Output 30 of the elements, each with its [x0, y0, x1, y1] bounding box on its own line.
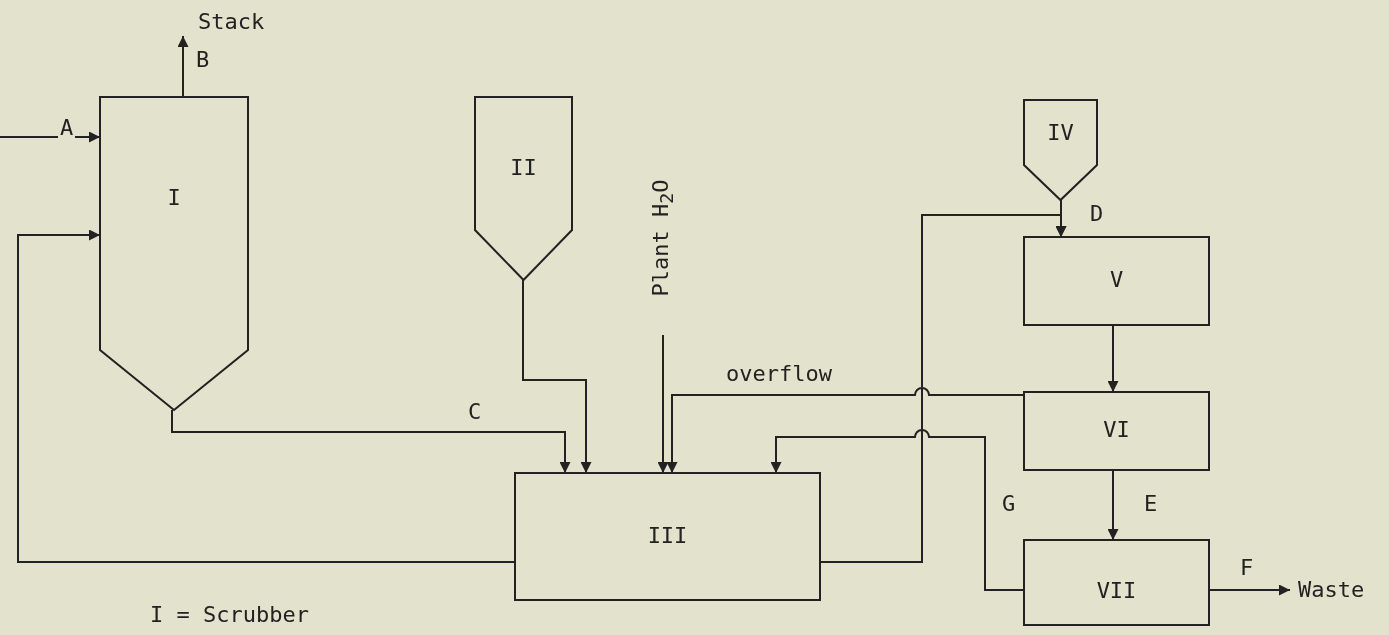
unit-label: VI	[1102, 419, 1131, 441]
unit-label: III	[646, 525, 689, 547]
flow-arrow	[657, 334, 669, 474]
flow-arrow	[17, 229, 516, 563]
flow-arrow	[177, 35, 189, 98]
flow-arrow	[0, 131, 101, 143]
flow-arrow	[522, 279, 592, 474]
flow-arrow	[770, 429, 1025, 591]
tank-box	[515, 473, 820, 600]
hopper-vessel	[475, 97, 572, 280]
unit-label: VII	[1095, 580, 1138, 602]
legend-note: I = Scrubber	[150, 604, 309, 626]
flow-arrow	[1107, 324, 1119, 393]
hopper-vessel	[1024, 100, 1097, 200]
flow-arrow	[1208, 584, 1291, 596]
edge-label: A	[58, 116, 76, 140]
flow-arrow	[171, 409, 571, 474]
unit-label: V	[1108, 269, 1125, 291]
outlet-label: Waste	[1298, 579, 1365, 601]
outlet-label: Stack	[198, 11, 265, 33]
tank-box	[1024, 540, 1209, 625]
flow-arrow	[1055, 199, 1067, 238]
unit-label: IV	[1046, 122, 1075, 144]
unit-label: I	[166, 187, 182, 209]
flow-arrow	[666, 387, 1025, 474]
tank-box	[1024, 392, 1209, 470]
hopper-vessel	[100, 97, 248, 410]
tank-box	[1024, 237, 1209, 325]
unit-label: II	[509, 157, 538, 179]
flow-arrow	[1107, 469, 1119, 541]
